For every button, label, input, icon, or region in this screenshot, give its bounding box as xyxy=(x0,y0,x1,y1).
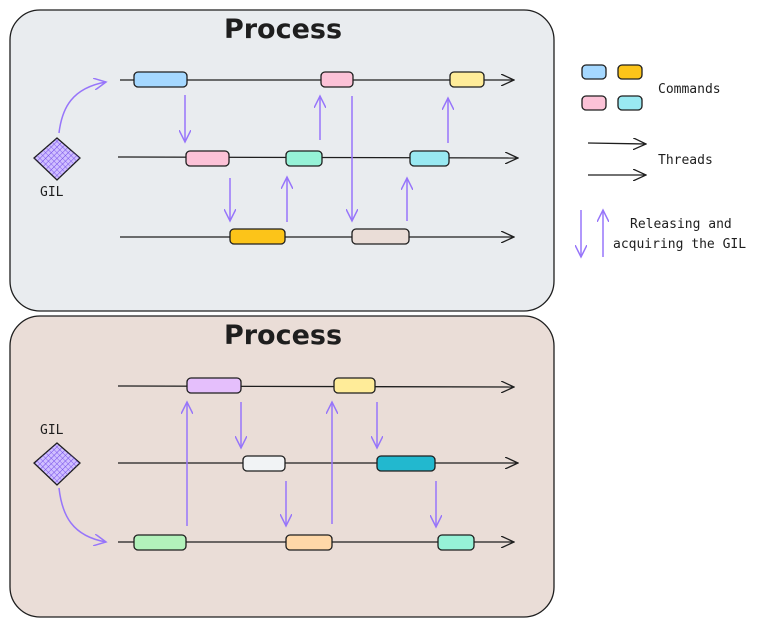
command-block xyxy=(242,455,286,472)
legend-command-swatch xyxy=(581,64,607,80)
command-block xyxy=(333,377,376,394)
legend-threads-label: Threads xyxy=(658,153,713,168)
process-title: Process xyxy=(223,320,343,351)
process-box-1 xyxy=(9,9,555,312)
command-block xyxy=(229,228,286,245)
process-2-gil-arrows xyxy=(58,402,436,542)
process-title: Process xyxy=(223,14,343,45)
gil-acquire-curve xyxy=(58,487,106,542)
command-block xyxy=(185,150,230,167)
command-block xyxy=(186,377,242,394)
legend-thread-arrow xyxy=(587,143,646,144)
legend-gil-label-line2: acquiring the GIL xyxy=(613,237,747,252)
command-block xyxy=(449,71,485,88)
command-block xyxy=(285,150,323,167)
command-block xyxy=(133,71,188,88)
legend-commands-label: Commands xyxy=(658,82,721,97)
gil-diamond-icon xyxy=(33,137,81,181)
gil-label: GIL xyxy=(40,185,64,200)
command-block xyxy=(409,150,450,167)
legend-command-swatch xyxy=(617,95,643,111)
gil-acquire-curve xyxy=(58,82,106,134)
legend-gil-label-line1: Releasing and xyxy=(630,217,732,232)
command-block xyxy=(437,534,475,551)
command-block xyxy=(376,455,436,472)
legend xyxy=(581,64,646,257)
thread-line xyxy=(117,386,514,387)
command-block xyxy=(133,534,187,551)
legend-command-swatch xyxy=(617,64,643,80)
gil-label: GIL xyxy=(40,423,64,438)
command-block xyxy=(351,228,410,245)
process-1-gil-arrows xyxy=(58,82,448,222)
command-block xyxy=(320,71,354,88)
process-2-commands xyxy=(133,377,475,551)
legend-command-swatch xyxy=(581,95,607,111)
gil-diamond-icon xyxy=(33,442,81,486)
command-block xyxy=(285,534,333,551)
process-1-commands xyxy=(133,71,485,245)
